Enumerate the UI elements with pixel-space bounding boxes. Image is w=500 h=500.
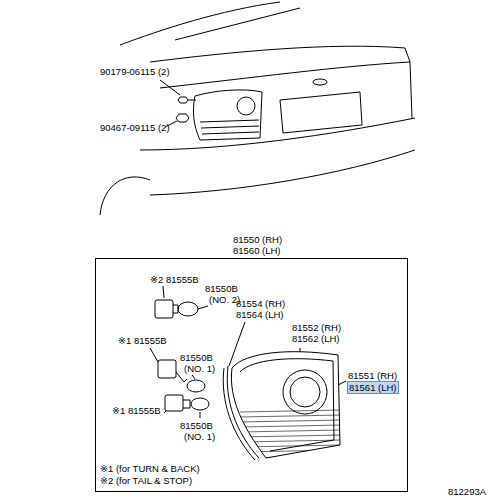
part-number: ※2 81555B: [150, 274, 199, 285]
part-number: 81550B: [205, 283, 238, 294]
lamp-lens-circle: [237, 97, 255, 115]
leader-line: [229, 322, 245, 366]
leader-line: [164, 411, 166, 413]
part-number: 81552 (RH): [292, 322, 341, 333]
part-number: 81561 (LH): [348, 382, 398, 393]
bulb-socket: [158, 360, 176, 378]
tail-lamp-installed: [193, 90, 262, 140]
note: ※1 (for TURN & BACK): [100, 463, 200, 474]
bumper-top: [140, 118, 415, 150]
figure-number: 812293A: [448, 486, 486, 497]
leader-line: [192, 375, 195, 379]
lamp-lens: [240, 359, 334, 451]
lamp-lines: [200, 120, 259, 134]
bulb-number: (NO. 2): [209, 294, 240, 305]
leader-line: [163, 286, 164, 298]
part-number: 81562 (LH): [292, 333, 340, 344]
screw-shank: [188, 100, 196, 101]
lamp-reflector-inner: [290, 377, 320, 407]
bulb-number: (NO. 1): [184, 431, 215, 442]
socket-neck: [183, 400, 190, 408]
trunk-edge: [160, 62, 410, 88]
texture-line: [240, 450, 342, 452]
bulb-socket: [155, 300, 173, 318]
texture-line: [240, 445, 342, 447]
texture-line: [240, 430, 342, 432]
texture-line: [240, 435, 342, 437]
part-number: 90467-09115 (2): [100, 122, 170, 133]
leader-line: [160, 80, 180, 95]
texture-line: [240, 415, 342, 417]
wheel-arch: [100, 177, 150, 215]
part-number: 81554 (RH): [236, 298, 285, 309]
part-number: 81550B: [180, 352, 213, 363]
texture-line: [240, 410, 342, 412]
rear-window: [175, 8, 300, 40]
leader-line: [198, 306, 208, 309]
socket-neck: [173, 305, 178, 313]
texture-line: [240, 440, 342, 442]
texture-line: [240, 420, 342, 422]
leader-line: [200, 412, 201, 418]
lamp-reflector: [283, 370, 327, 414]
texture-line: [240, 425, 342, 427]
body-side: [410, 62, 412, 118]
bulb-socket: [165, 395, 183, 411]
part-number: ※1 81555B: [118, 335, 167, 346]
bulb-number: (NO. 1): [184, 363, 215, 374]
gasket: [223, 366, 259, 460]
part-number: 81550B: [180, 420, 213, 431]
note: ※2 (for TAIL & STOP): [100, 475, 192, 486]
bulb: [178, 302, 198, 316]
part-number: 81564 (LH): [236, 309, 284, 320]
roof-line: [120, 2, 280, 45]
part-number: 81550 (RH) 81560 (LH): [233, 234, 295, 256]
screw: [178, 97, 188, 103]
trunk-lid: [150, 46, 410, 62]
lens-texture: [240, 410, 342, 452]
lamp-housing: [231, 352, 340, 458]
leader-line: [300, 348, 301, 352]
plate-recess: [280, 92, 362, 133]
emblem: [313, 79, 327, 85]
leader-line: [338, 381, 346, 385]
bulb: [191, 398, 209, 410]
nut: [176, 114, 189, 122]
leader-line: [150, 348, 158, 362]
bulb: [187, 380, 205, 392]
part-number: ※1 81555B: [112, 405, 161, 416]
part-number: 90179-06115 (2): [100, 66, 170, 77]
part-number: 81551 (RH): [348, 370, 397, 381]
bumper-bottom: [150, 150, 415, 195]
